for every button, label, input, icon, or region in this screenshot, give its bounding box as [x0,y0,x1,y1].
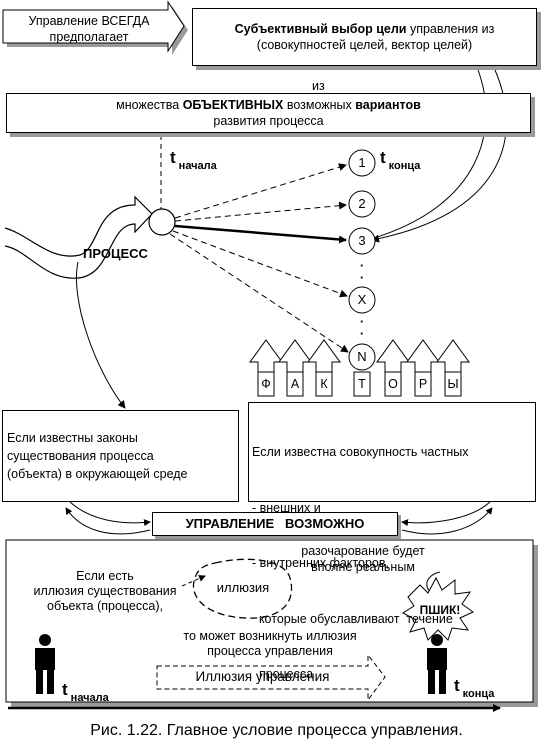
figure-caption: Рис. 1.22. Главное условие процесса упра… [90,722,463,739]
arrow-to-2 [174,201,347,222]
bottom-t-start-t: t [62,680,68,699]
goal-box-line2: (совокупностей целей, вектор целей) [256,38,473,52]
dots-3: · [359,314,365,329]
laws-line-3: (объекта) в окружающей среде [7,467,188,481]
if-illusion-line-3: объекта (процесса), [47,599,163,613]
goal-box-line1: Субъективный выбор цели управления из [193,21,536,37]
arrow-to-1 [174,163,347,219]
laws-line-2: существования процесса [7,449,154,463]
illusion-ellipse [192,558,293,619]
variant-x-circle [348,286,376,314]
bottom-t-start-sub: начала [70,692,109,704]
dots-1: · [359,258,365,273]
top-arrow-line1: Управление ВСЕГДА [28,14,150,28]
bottom-t-end-sub: конца [462,688,495,700]
laws-line-1: Если известны законы [7,431,138,445]
variant-n-circle [348,343,376,371]
laws-to-control-curve-b [65,507,151,535]
if-illusion-line-1: Если есть [76,569,134,583]
process-to-laws-arrow [76,261,126,409]
process-label: ПРОЦЕСС [83,246,148,261]
dots-4: · [359,326,365,341]
illusion-word: иллюзия [216,580,270,595]
factor-letter-3: К [320,377,328,391]
laws-box: Если известны законы существования проце… [2,410,239,502]
factor-letter-2: А [290,377,300,391]
t-start-t: t [170,148,176,167]
variants-bold1: ОБЪЕКТИВНЫХ [182,98,284,112]
variant-1-label: 1 [358,155,366,170]
if-illusion-text: Если есть иллюзия существования объекта … [30,569,180,614]
factor-letter-4: Т [358,377,366,391]
laws-to-control-curve-a [69,501,151,527]
dots-2: · [359,270,365,285]
arrow-to-x [172,230,348,298]
bottom-t-end-t: t [454,676,460,695]
illusion-control-arrow [156,653,386,702]
t-end-t: t [380,148,386,167]
factor-letter-5: О [388,377,398,391]
person-left [35,634,55,694]
disappointment-line-1: разочарование будет [301,544,425,558]
arrow-to-3 [174,224,347,244]
factors-line-5: процесса [252,667,314,681]
disappointment-text: разочарование будет вполне реальным [288,543,438,575]
variants-box-line1: множества ОБЪЕКТИВНЫХ возможных варианто… [7,97,530,113]
variant-3-label: 3 [358,233,366,248]
illusion-control-text: Иллюзия управления [195,669,330,684]
goal-box-rest: управления из [406,22,495,36]
factors-line-2: - внешних и [252,500,321,515]
goal-box: Субъективный выбор цели управления из (с… [192,8,537,66]
factors-line-3: - внутренних факторов, [252,556,389,570]
goal-box-bold: Субъективный выбор цели [234,22,407,36]
from-label: из [312,79,325,93]
process-curved-arrow [4,195,153,279]
factors-line-4: которые обуславливают течение [252,611,453,626]
process-start-node [148,208,176,236]
variants-box-line2: развития процесса [213,114,324,128]
variants-bold2: вариантов [355,98,421,112]
t-start-sub: начала [178,160,217,172]
factors-to-control-curve-a [401,501,491,527]
person-right [427,634,447,694]
top-arrow-text: Управление ВСЕГДА предполагает [10,13,168,45]
variant-3-circle [348,227,376,255]
factors-to-control-curve-b [401,507,493,535]
if-illusion-line-2: иллюзия существования [33,584,177,598]
factor-letter-7: Ы [447,377,459,391]
factor-boxes [257,371,462,397]
variants-mid: возможных [283,98,356,112]
may-arise-line-1: то может возникнуть иллюзия [183,629,357,643]
pshik-text: ПШИК! [419,603,461,617]
may-arise-line-2: процесса управления [207,644,333,658]
variant-2-label: 2 [358,196,366,211]
disappointment-line-2: вполне реальным [311,560,415,574]
control-possible-box: УПРАВЛЕНИЕ ВОЗМОЖНО [152,512,398,536]
variants-pre: множества [116,98,183,112]
variant-2-circle [348,190,376,218]
factors-line-1: Если известна совокупность частных [252,445,469,459]
variant-x-label: X [357,292,367,307]
variant-1-circle [348,149,376,177]
pshik-burst [402,576,474,641]
may-arise-text: то может возникнуть иллюзия процесса упр… [165,629,375,659]
arrow-to-n [169,233,349,353]
variants-box: множества ОБЪЕКТИВНЫХ возможных варианто… [6,93,531,133]
factor-arrows [249,339,470,373]
factors-box: Если известна совокупность частных - вне… [248,402,536,681]
variant-n-label: N [357,349,367,364]
factor-letter-1: Ф [261,377,271,391]
t-end-sub: конца [388,160,421,172]
factor-letter-6: Р [418,377,428,391]
top-arrow-line2: предполагает [49,30,129,44]
top-block-arrow [2,0,188,55]
